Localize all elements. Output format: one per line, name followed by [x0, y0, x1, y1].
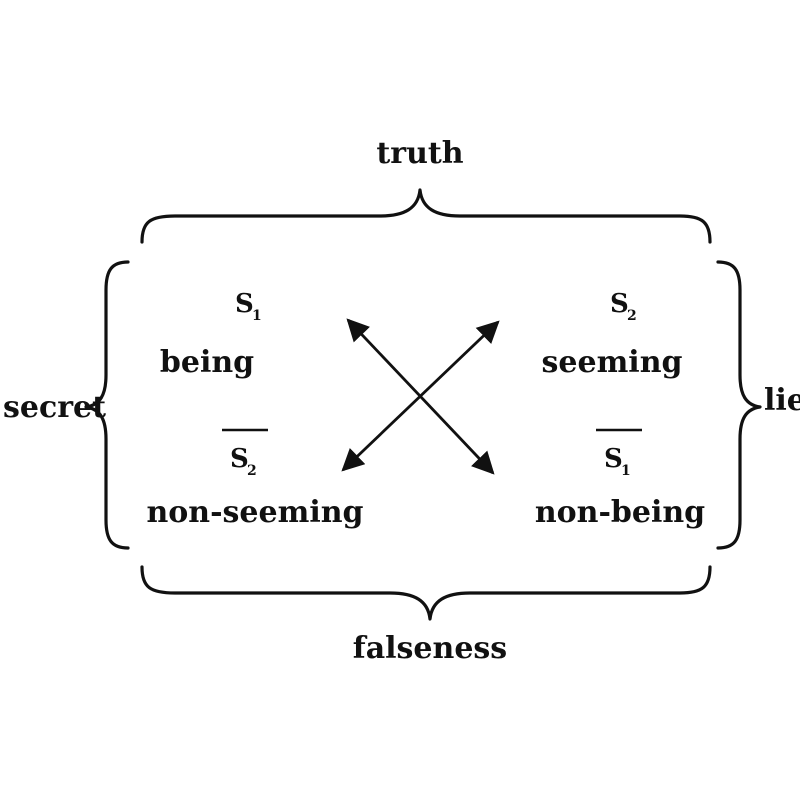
- term-symbol: S: [235, 289, 254, 319]
- term-top-left: S 1 being: [160, 289, 262, 380]
- term-symbol: S: [230, 444, 249, 474]
- right-label: lie: [764, 383, 800, 418]
- bottom-brace: [140, 565, 712, 621]
- term-subscript: 1: [252, 308, 262, 324]
- top-brace: [140, 188, 712, 244]
- term-word: being: [160, 345, 254, 380]
- term-subscript: 2: [247, 463, 257, 479]
- right-brace: [716, 260, 762, 550]
- top-label: truth: [376, 136, 463, 171]
- term-word: non-seeming: [146, 495, 363, 530]
- left-brace: [84, 260, 130, 550]
- double-arrow-nonseeming-seeming: [341, 320, 500, 472]
- term-bottom-left: S 2 non-seeming: [146, 428, 364, 530]
- term-word: non-being: [535, 495, 705, 530]
- term-word: seeming: [542, 345, 683, 380]
- bottom-label: falseness: [353, 631, 507, 666]
- term-subscript: 2: [627, 308, 637, 324]
- left-label: secret: [3, 390, 106, 425]
- term-symbol: S: [610, 289, 629, 319]
- term-subscript: 1: [621, 463, 631, 479]
- term-symbol: S: [604, 444, 623, 474]
- term-bottom-right: S 1 non-being: [535, 428, 705, 530]
- term-top-right: S 2 seeming: [542, 289, 683, 380]
